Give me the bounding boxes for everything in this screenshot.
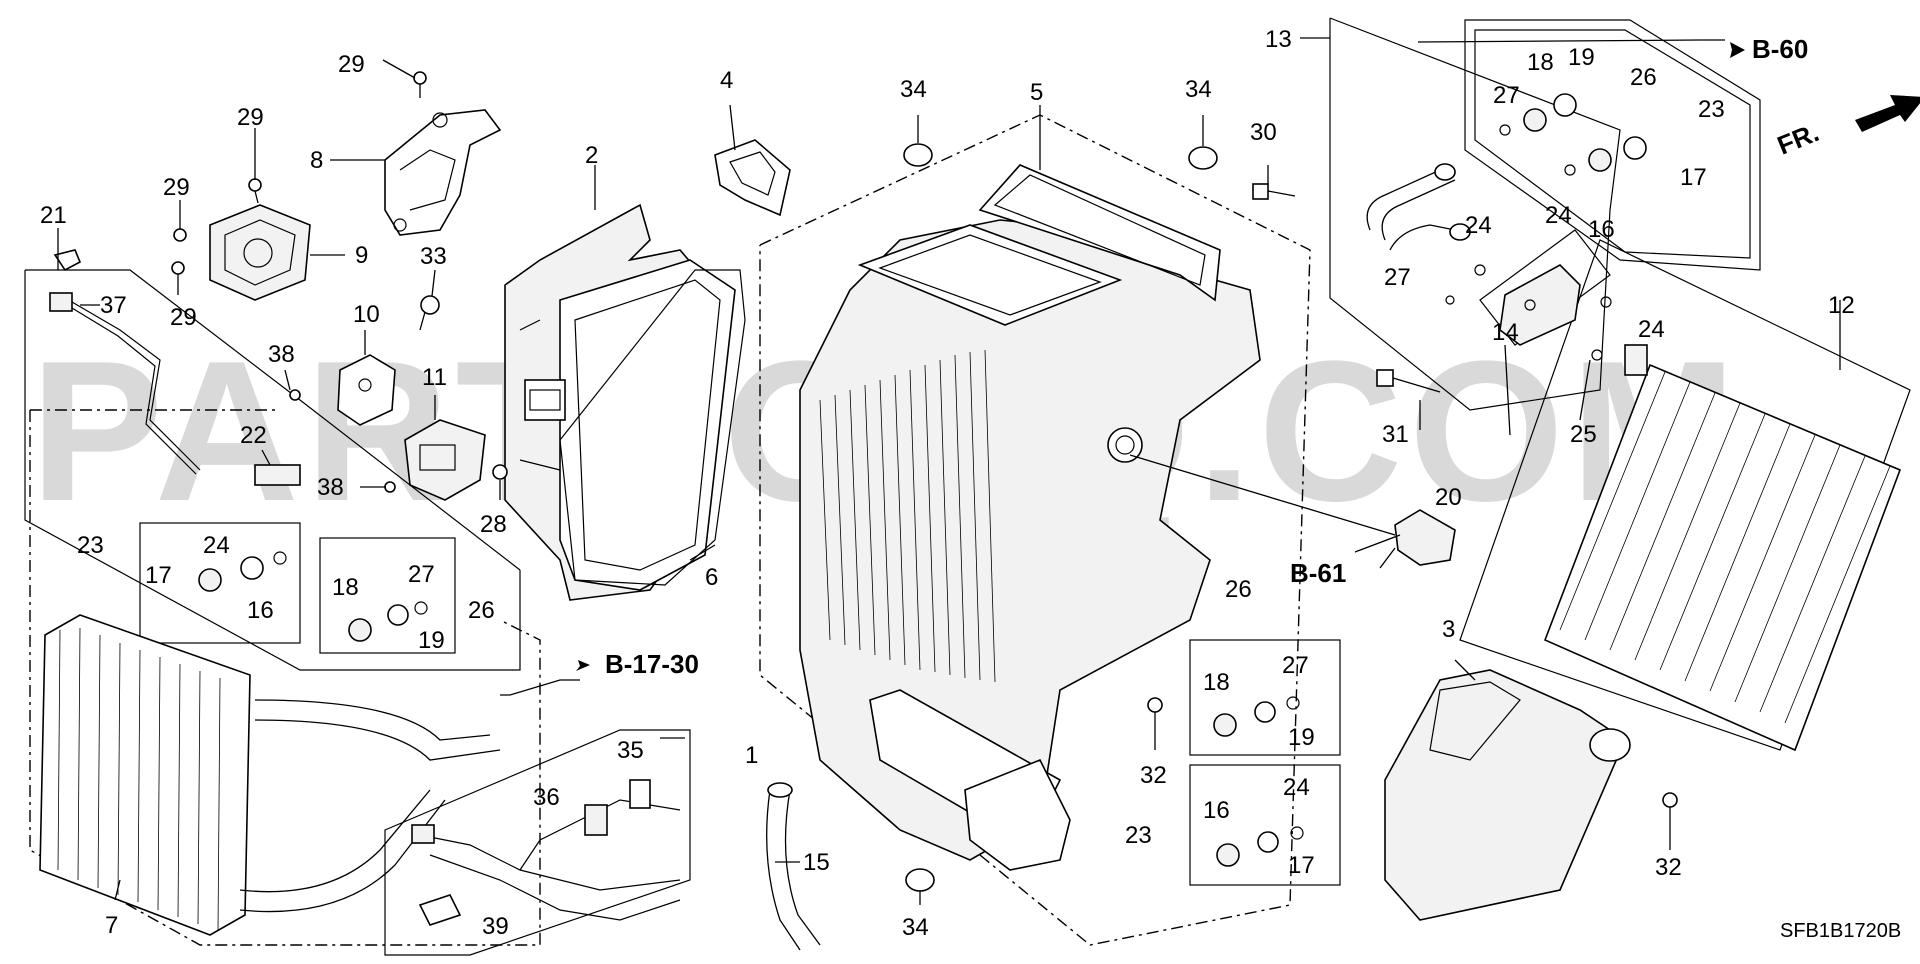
callout: 15 [803,849,830,876]
callout: 21 [40,202,67,229]
part-4 [714,139,791,217]
callout: 18 [1527,49,1554,76]
callout: 27 [1282,652,1309,679]
callout: 25 [1570,421,1597,448]
part-22 [254,464,301,486]
callout: 28 [480,511,507,538]
part-31-bolt [1376,369,1441,393]
callout: 29 [163,174,190,201]
callout: 16 [1203,797,1230,824]
callout: 26 [1630,64,1657,91]
callout: 1 [745,742,758,769]
part-3-cover [1384,669,1631,921]
callout: 20 [1435,484,1462,511]
callout: 24 [1638,316,1665,343]
callout: 29 [170,304,197,331]
callout: 2 [585,142,598,169]
part-13-pipes [1366,163,1471,251]
callout: 23 [77,532,104,559]
o-rings-left [198,551,428,642]
callout: 24 [1465,212,1492,239]
callout: 34 [1185,76,1212,103]
callout: 32 [1655,854,1682,881]
callout: 34 [902,914,929,941]
part-8-bracket [384,109,502,236]
callout: 5 [1030,79,1043,106]
callout: 19 [1568,44,1595,71]
callout: 6 [705,564,718,591]
part-2-case-half [504,203,736,601]
callout: 17 [145,562,172,589]
callout: 19 [418,627,445,654]
callout: 22 [240,422,267,449]
callout: 8 [310,147,323,174]
callout: 16 [247,597,274,624]
callout: 27 [1493,82,1520,109]
part-9-actuator [209,204,311,301]
callout: 7 [105,912,118,939]
callout: 18 [332,574,359,601]
part-7-heater-core [39,614,501,936]
callout: 37 [100,292,127,319]
callout: 19 [1288,724,1315,751]
callout: 31 [1382,421,1409,448]
small-fasteners [289,295,508,493]
callout: 27 [408,561,435,588]
part-20-sensor [1129,454,1456,566]
callout: 18 [1203,669,1230,696]
callout: 12 [1828,292,1855,319]
washers [1445,264,1612,361]
callout: 4 [720,67,733,94]
ref-b60: B-60 [1752,34,1808,64]
part-21-sensor [49,249,201,475]
callout-numbers: 29 8 29 29 9 29 21 37 10 33 38 11 22 38 … [40,26,1855,941]
callout: 11 [422,364,447,391]
callout: 38 [317,474,344,501]
callout: 38 [268,341,295,368]
part-1-harness [411,779,681,926]
callout: 17 [1680,164,1707,191]
callout: 30 [1250,119,1277,146]
part-6-seal [559,269,746,586]
callout: 24 [1545,202,1572,229]
part-30-bolt [1252,183,1296,200]
callout: 17 [1288,852,1315,879]
callout: 34 [900,76,927,103]
callout: 9 [355,242,368,269]
callout: 23 [1125,822,1152,849]
grommets-34 [903,143,1218,892]
front-arrow-icon [1855,95,1920,132]
callout: 24 [1283,774,1310,801]
callout: 27 [1384,264,1411,291]
callout: 33 [420,243,447,270]
callout: 24 [203,532,230,559]
callout: 36 [533,784,560,811]
part-14-valve [1499,264,1581,346]
callout: 39 [482,913,509,940]
direction-label: FR. [1773,117,1823,161]
part-10-11-resistor [337,354,486,501]
callout: 16 [1588,216,1615,243]
callout: 35 [617,737,644,764]
callout: 26 [1225,576,1252,603]
ref-b17-30: B-17-30 [605,649,699,679]
leader-lines [57,37,1841,905]
part-12-evaporator [1543,344,1902,752]
o-rings-right [1213,696,1304,867]
diagram-code: SFB1B1720B [1780,920,1901,942]
part-5-hvac-housing [799,164,1261,871]
callout: 10 [353,301,380,328]
callout: 26 [468,597,495,624]
callout: 3 [1442,616,1455,643]
callout: 29 [237,104,264,131]
callout: 13 [1265,26,1292,53]
callout: 23 [1698,96,1725,123]
part-15-hose [766,782,821,951]
callout: 14 [1492,319,1519,346]
ref-b61: B-61 [1290,558,1346,588]
o-rings-b60 [1499,93,1647,176]
callout: 32 [1140,762,1167,789]
callout: 29 [338,51,365,78]
